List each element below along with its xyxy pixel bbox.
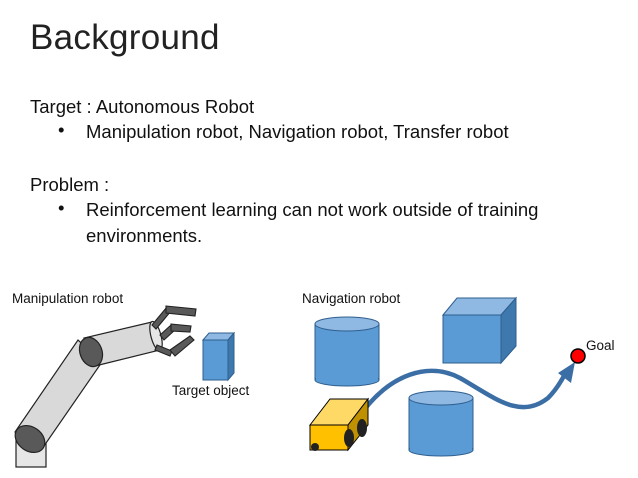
target-bullet: • Manipulation robot, Navigation robot, … — [58, 119, 606, 145]
bullet-icon: • — [58, 197, 65, 218]
path-arrow — [356, 362, 575, 420]
cylinder-obstacle — [314, 316, 380, 387]
manipulation-robot-label: Manipulation robot — [12, 291, 124, 306]
goal-marker-icon — [570, 348, 586, 364]
target-object-label: Target object — [172, 383, 250, 398]
cube-obstacle — [441, 296, 518, 365]
problem-line: Problem : — [30, 174, 110, 195]
target-object-box — [201, 331, 236, 382]
slide-title: Background — [30, 18, 220, 57]
manipulator-arm-illustration — [14, 305, 197, 468]
problem-bullet-text: Reinforcement learning can not work outs… — [86, 199, 539, 246]
problem-bullet: • Reinforcement learning can not work ou… — [58, 197, 576, 249]
target-line: Target : Autonomous Robot — [30, 96, 255, 117]
navigation-robot-label: Navigation robot — [302, 291, 401, 306]
mobile-robot-illustration — [308, 397, 370, 452]
bullet-icon: • — [58, 119, 65, 140]
goal-label: Goal — [586, 338, 615, 353]
cylinder-obstacle — [408, 390, 474, 457]
target-bullet-text: Manipulation robot, Navigation robot, Tr… — [86, 121, 509, 142]
